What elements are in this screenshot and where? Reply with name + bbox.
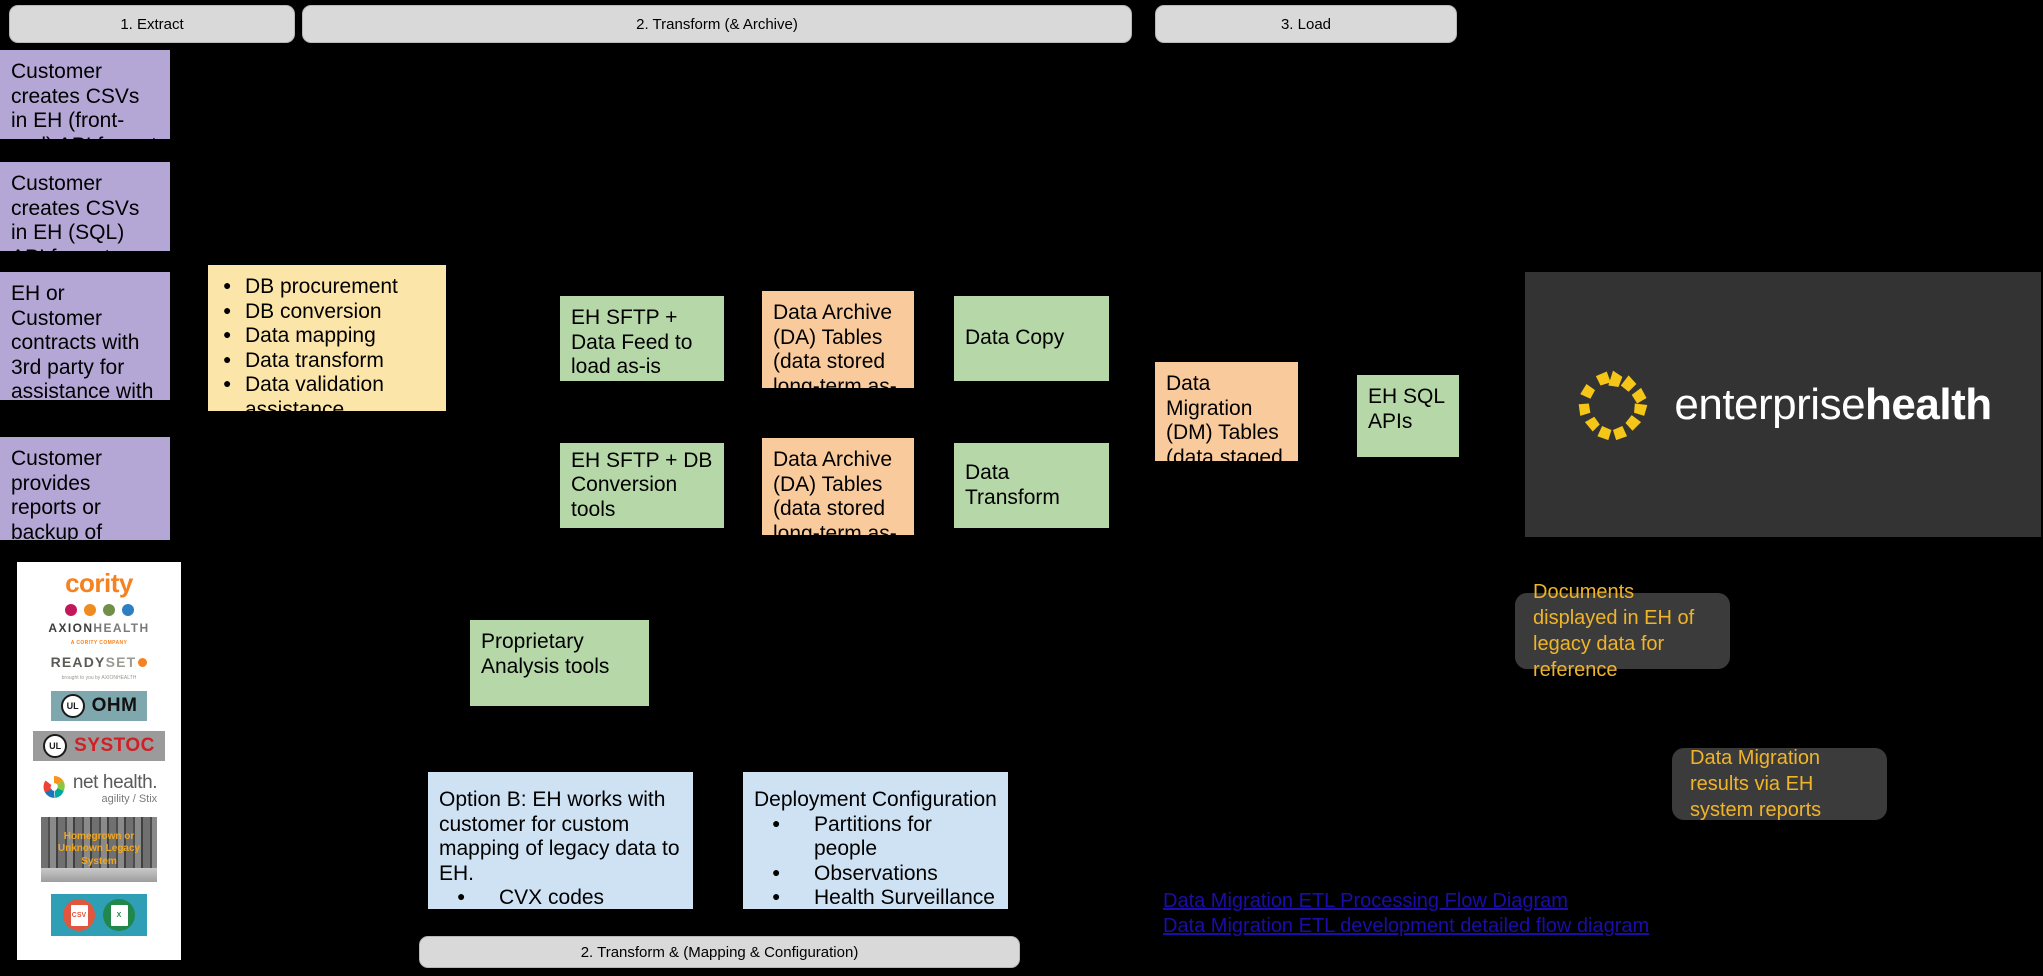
sun-ring-icon [1574, 366, 1652, 444]
callout-documents-displayed: Documents displayed in EH of legacy data… [1515, 581, 1730, 681]
transform-box-data-archive-2: Data Archive (DA) Tables (data stored lo… [762, 438, 914, 569]
third-party-task-item: DB conversion [223, 300, 436, 325]
phase-pill-load[interactable]: 3. Load [1155, 5, 1457, 43]
extract-box-third-party-contract-text: EH or Customer contracts with 3rd party … [11, 282, 154, 428]
net-health-logo-sub: agility / Stix [101, 793, 158, 805]
brand-word-bold: health [1865, 379, 1992, 429]
legacy-system-photo: Homegrown or Unknown Legacy System [41, 817, 157, 882]
transform-box-sftp-db-conversion: EH SFTP + DB Conversion tools [560, 443, 724, 528]
callout-migration-results: Data Migration results via EH system rep… [1672, 747, 1887, 821]
phase-pill-load-label: 3. Load [1280, 15, 1332, 33]
axion-health-logo-rest: HEALTH [93, 621, 150, 635]
phase-pill-extract-label: 1. Extract [120, 15, 184, 33]
mapping-box-option-b-intro: Option B: EH works with customer for cus… [439, 788, 680, 885]
transform-box-data-archive-1-text: Data Archive (DA) Tables (data stored lo… [773, 301, 897, 423]
transform-box-proprietary-tools: Proprietary Analysis tools [470, 620, 649, 706]
net-health-logo-textgroup: net health. agility / Stix [72, 772, 158, 805]
extract-box-legacy-reports: Customer provides reports or backup of L… [0, 437, 170, 568]
net-health-logo-text: net health. [72, 772, 158, 793]
phase-pill-transform[interactable]: 2. Transform (& Archive) [302, 5, 1132, 43]
third-party-task-item: Data validation assistance [223, 373, 436, 422]
link-detailed-flow-diagram-text: Data Migration ETL development detailed … [1163, 915, 1650, 937]
transform-box-sftp-db-conversion-text: EH SFTP + DB Conversion tools [571, 448, 713, 521]
phase-pill-transform-mapping-label: 2. Transform & (Mapping & Configuration) [580, 943, 859, 961]
systoc-logo-text: SYSTOC [74, 735, 155, 756]
load-box-data-migration-tables: Data Migration (DM) Tables (data staged … [1155, 362, 1298, 518]
third-party-task-item: Data mapping [223, 324, 436, 349]
mapping-box-deployment-config-item: Health Surveillance [772, 886, 998, 911]
third-party-task-list: DB procurement DB conversion Data mappin… [219, 275, 436, 422]
transform-box-data-transform-text: Data Transform [965, 460, 1060, 509]
extract-box-third-party-contract: EH or Customer contracts with 3rd party … [0, 272, 170, 428]
cority-logo: cority [65, 568, 133, 598]
legacy-systems-logo-collage: cority AXIONHEALTH A CORITY COMPANY READ… [17, 562, 181, 960]
systoc-logo: UL SYSTOC [33, 731, 165, 761]
mapping-box-deployment-config: Deployment Configuration Partitions for … [743, 772, 1008, 934]
link-processing-flow-diagram[interactable]: Data Migration ETL Processing Flow Diagr… [1163, 890, 1568, 913]
extract-box-csv-sql: Customer creates CSVs in EH (SQL) API fo… [0, 162, 170, 269]
enterprise-health-wordmark: enterprisehealth [1674, 379, 1992, 430]
link-processing-flow-diagram-text: Data Migration ETL Processing Flow Diagr… [1163, 890, 1568, 912]
brand-word-light: enterprise [1674, 379, 1866, 429]
extract-box-csv-frontend-text: Customer creates CSVs in EH (front-end) … [11, 60, 157, 157]
extract-box-csv-frontend: Customer creates CSVs in EH (front-end) … [0, 50, 170, 157]
mapping-box-deployment-config-footer: & more [754, 910, 822, 934]
legacy-system-photo-floor [41, 868, 157, 882]
mapping-box-deployment-config-intro: Deployment Configuration [754, 788, 997, 811]
ul-certification-icon: UL [60, 694, 85, 718]
csv-file-icon: CSV [63, 899, 95, 931]
axion-health-dots-icon [64, 604, 134, 616]
mapping-box-option-b-list: CVX codes Observations [439, 886, 683, 935]
extract-box-csv-sql-text: Customer creates CSVs in EH (SQL) API fo… [11, 172, 140, 269]
callout-migration-results-text: Data Migration results via EH system rep… [1690, 747, 1822, 821]
phase-pill-transform-label: 2. Transform (& Archive) [636, 15, 798, 33]
link-detailed-flow-diagram[interactable]: Data Migration ETL development detailed … [1163, 915, 1649, 938]
net-health-ring-icon [41, 774, 67, 805]
transform-box-data-copy-text: Data Copy [965, 326, 1065, 350]
legacy-system-photo-caption: Homegrown or Unknown Legacy System [57, 830, 141, 867]
readyset-logo-bold: READY [50, 654, 106, 670]
extract-box-legacy-reports-text: Customer provides reports or backup of L… [11, 447, 155, 569]
readyset-tagline: brought to you by AXIONHEALTH [61, 675, 137, 681]
mapping-box-option-b: Option B: EH works with customer for cus… [428, 772, 693, 934]
load-box-data-migration-tables-text: Data Migration (DM) Tables (data staged … [1166, 372, 1283, 518]
third-party-task-box: DB procurement DB conversion Data mappin… [208, 265, 446, 421]
readyset-logo-light: SET [105, 654, 137, 670]
mapping-box-deployment-config-item: Partitions for people [772, 813, 998, 862]
mapping-box-option-b-item: Observations [457, 911, 683, 936]
third-party-task-item: Data transform [223, 349, 436, 374]
transform-box-data-archive-1: Data Archive (DA) Tables (data stored lo… [762, 291, 914, 422]
transform-box-sftp-data-feed: EH SFTP + Data Feed to load as-is [560, 296, 724, 381]
readyset-dot-icon [138, 657, 148, 667]
excel-file-icon: X [103, 899, 135, 931]
transform-box-data-copy: Data Copy [954, 296, 1109, 381]
axion-health-tagline: A CORITY COMPANY [70, 640, 128, 646]
load-box-eh-sql-apis-text: EH SQL APIs [1368, 385, 1445, 433]
axion-health-logo: AXIONHEALTH [48, 622, 149, 634]
transform-box-data-transform: Data Transform [954, 443, 1109, 528]
ohm-logo-text: OHM [91, 695, 138, 716]
mapping-box-deployment-config-item: Observations [772, 862, 998, 887]
axion-health-logo-main: AXION [48, 621, 94, 635]
load-box-eh-sql-apis: EH SQL APIs [1357, 375, 1459, 457]
file-format-icons: CSV X [51, 894, 147, 936]
net-health-logo: net health. agility / Stix [41, 772, 158, 805]
third-party-task-item: DB procurement [223, 275, 436, 300]
transform-box-data-archive-2-text: Data Archive (DA) Tables (data stored lo… [773, 448, 897, 570]
mapping-box-deployment-config-list: Partitions for people Observations Healt… [754, 813, 998, 911]
transform-box-sftp-data-feed-text: EH SFTP + Data Feed to load as-is [571, 306, 693, 379]
ohm-logo: UL OHM [50, 691, 148, 721]
callout-documents-displayed-text: Documents displayed in EH of legacy data… [1533, 581, 1695, 681]
ul-certification-icon: UL [43, 734, 68, 758]
mapping-box-option-b-item: CVX codes [457, 886, 683, 911]
transform-box-proprietary-tools-text: Proprietary Analysis tools [481, 630, 610, 678]
enterprise-health-brand-panel: enterprisehealth [1525, 272, 2041, 537]
phase-pill-transform-mapping[interactable]: 2. Transform & (Mapping & Configuration) [419, 936, 1020, 968]
phase-pill-extract[interactable]: 1. Extract [9, 5, 295, 43]
